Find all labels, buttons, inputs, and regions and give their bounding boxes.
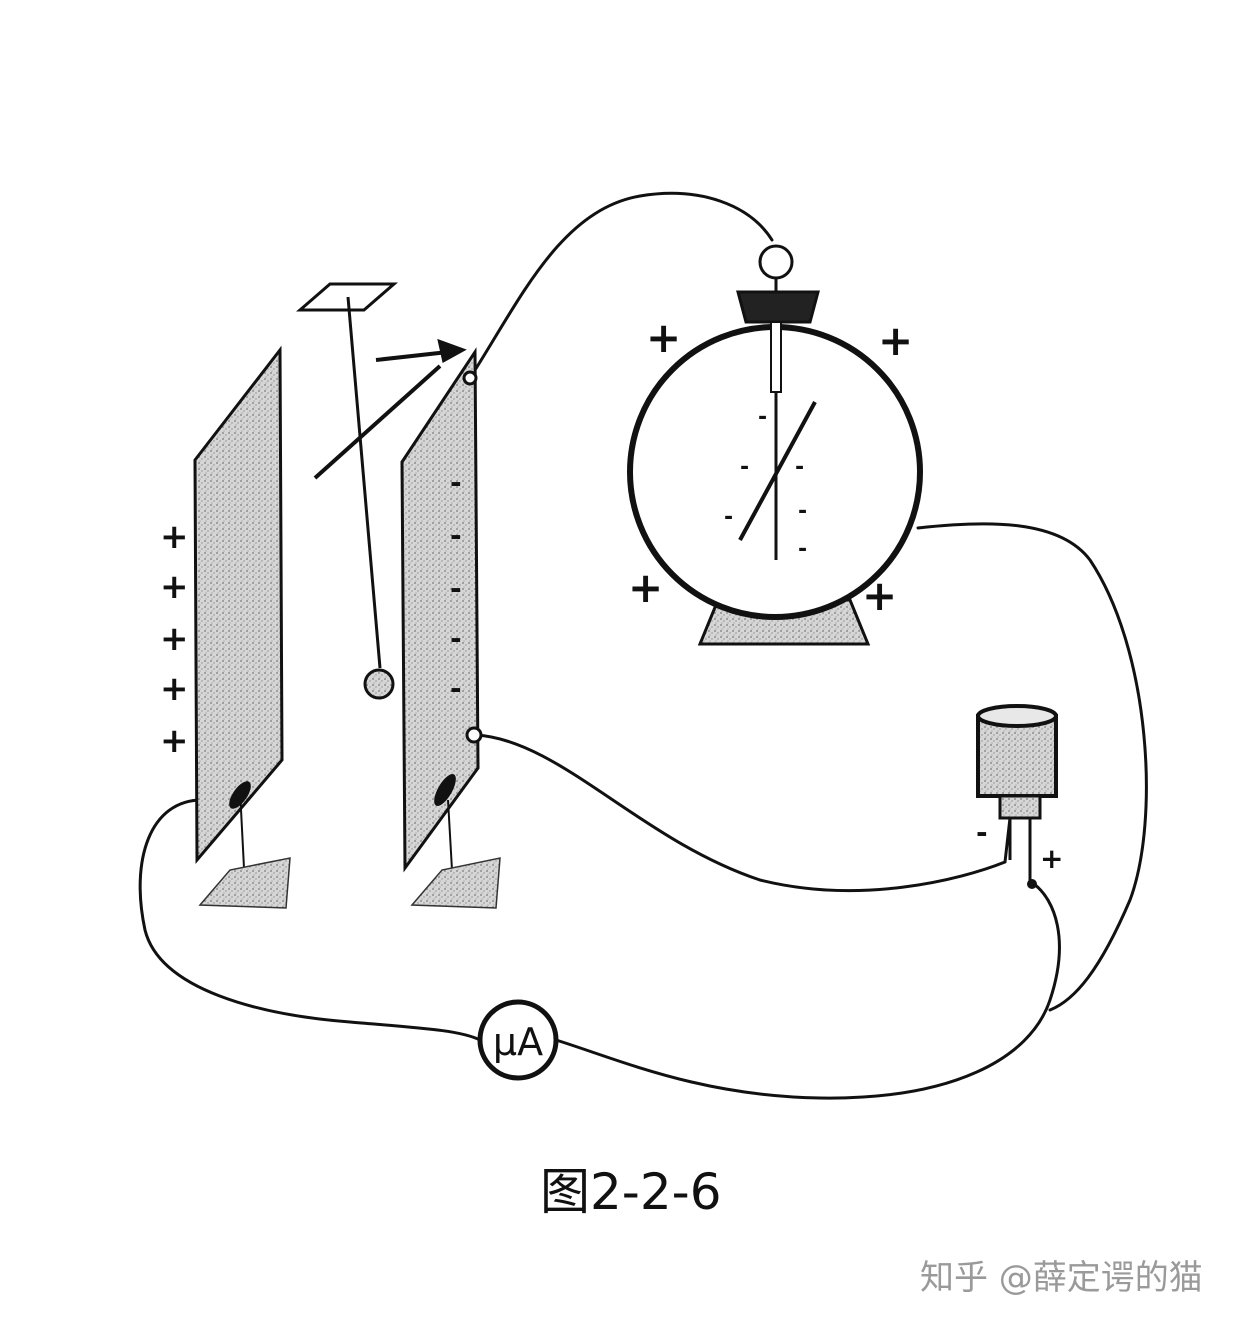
- microammeter: μA: [477, 999, 559, 1081]
- wire-battery-plus-to-meter: [554, 882, 1061, 1100]
- svg-text:-: -: [450, 672, 462, 705]
- svg-text:-: -: [724, 505, 733, 530]
- electroscope: [627, 244, 923, 646]
- left-plate: [193, 345, 291, 909]
- svg-text:+: +: [862, 571, 897, 620]
- battery-plus-label: +: [1040, 842, 1063, 875]
- watermark: 知乎 @薛定谔的猫: [920, 1258, 1203, 1298]
- electroscope-minus-signs: - - - - - -: [724, 405, 807, 562]
- electroscope-plus-signs: + + + +: [628, 313, 913, 620]
- battery-minus-label: -: [976, 816, 988, 849]
- battery: [976, 704, 1058, 889]
- left-plate-plus-signs: + + + + +: [160, 517, 189, 761]
- svg-text:+: +: [160, 721, 189, 761]
- svg-text:+: +: [160, 517, 189, 557]
- svg-text:-: -: [740, 455, 749, 480]
- svg-text:+: +: [646, 313, 681, 362]
- light-arrow: [313, 338, 467, 480]
- svg-text:+: +: [628, 563, 663, 612]
- pendulum: [295, 282, 399, 700]
- svg-text:-: -: [798, 499, 807, 524]
- wire-plate-to-electroscope: [468, 191, 774, 380]
- svg-text:+: +: [160, 619, 189, 659]
- svg-text:+: +: [160, 567, 189, 607]
- svg-text:-: -: [758, 405, 767, 430]
- svg-text:+: +: [878, 316, 913, 365]
- right-plate: [400, 347, 501, 909]
- svg-text:-: -: [795, 455, 804, 480]
- wire-plate-to-battery-minus: [474, 733, 1012, 893]
- svg-text:-: -: [450, 466, 462, 499]
- wire-left-plate-to-meter: [138, 798, 482, 1042]
- microammeter-label: μA: [493, 1020, 543, 1064]
- figure-caption: 图2-2-6: [540, 1163, 722, 1221]
- svg-text:-: -: [450, 519, 462, 552]
- wire-electroscope-to-battery: [916, 522, 1148, 1012]
- svg-text:-: -: [450, 572, 462, 605]
- svg-text:+: +: [160, 669, 189, 709]
- svg-text:-: -: [798, 537, 807, 562]
- svg-text:-: -: [450, 622, 462, 655]
- right-plate-minus-signs: - - - - -: [450, 466, 462, 705]
